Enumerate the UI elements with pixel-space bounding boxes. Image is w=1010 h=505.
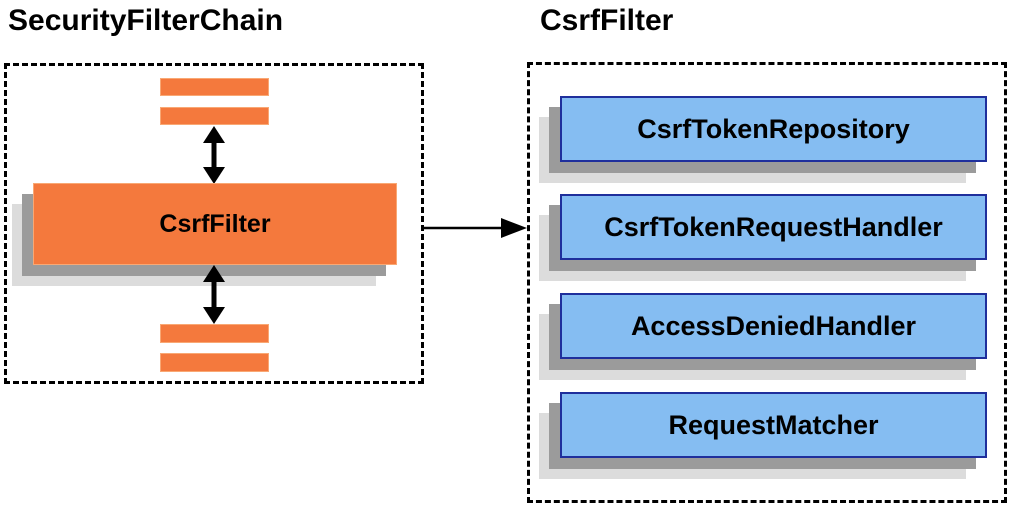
csrf-token-request-handler-box: CsrfTokenRequestHandler xyxy=(539,194,987,281)
component-label: AccessDeniedHandler xyxy=(560,293,987,359)
filter-bar xyxy=(160,107,269,125)
security-filter-chain-container xyxy=(4,63,424,384)
csrf-filter-title: CsrfFilter xyxy=(540,4,674,37)
csrf-filter-container xyxy=(527,62,1007,503)
flow-arrow-icon xyxy=(424,218,527,238)
request-matcher-box: RequestMatcher xyxy=(539,392,987,479)
bidirectional-arrow-icon xyxy=(203,126,225,184)
csrf-filter-box: CsrfFilter xyxy=(12,183,397,286)
component-label: CsrfTokenRepository xyxy=(560,96,987,162)
component-label: CsrfTokenRequestHandler xyxy=(560,194,987,260)
filter-bar xyxy=(160,324,269,343)
component-label: RequestMatcher xyxy=(560,392,987,458)
csrf-filter-box-label: CsrfFilter xyxy=(33,183,397,265)
security-filter-chain-title: SecurityFilterChain xyxy=(8,4,284,37)
filter-bar xyxy=(160,353,269,372)
access-denied-handler-box: AccessDeniedHandler xyxy=(539,293,987,380)
csrf-token-repository-box: CsrfTokenRepository xyxy=(539,96,987,183)
bidirectional-arrow-icon xyxy=(203,265,225,324)
filter-bar xyxy=(160,78,269,96)
